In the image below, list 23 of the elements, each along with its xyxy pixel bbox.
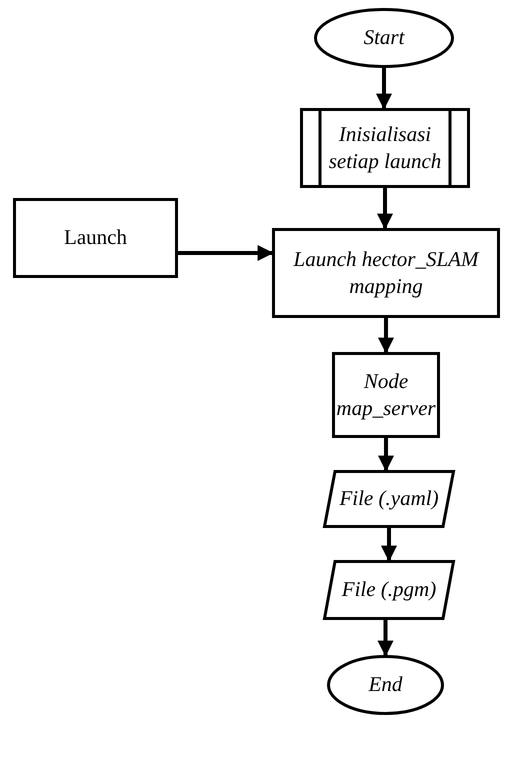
node-label: File (.yaml) (338, 485, 440, 512)
node-label: Launch (63, 224, 128, 252)
node-label: Node map_server (335, 368, 437, 422)
arrow (381, 528, 397, 562)
arrow (377, 188, 393, 230)
arrow (378, 620, 394, 657)
arrow (378, 438, 394, 472)
start-terminal (314, 8, 454, 68)
data-parallelogram (323, 560, 455, 620)
arrow (376, 68, 392, 110)
node-label: End (368, 671, 404, 698)
arrow (378, 318, 394, 354)
node-label: File (.pgm) (340, 576, 438, 604)
data-parallelogram (323, 470, 455, 528)
process-box (332, 352, 440, 438)
node-label: Start (362, 24, 406, 52)
node-label: Inisialisasi setiap launch (328, 120, 442, 175)
predefined-process-box (300, 108, 470, 188)
arrow (178, 245, 274, 261)
end-terminal (327, 655, 444, 715)
process-box (272, 228, 500, 318)
process-box (13, 198, 178, 278)
node-label: Launch hector_SLAM mapping (292, 246, 480, 300)
